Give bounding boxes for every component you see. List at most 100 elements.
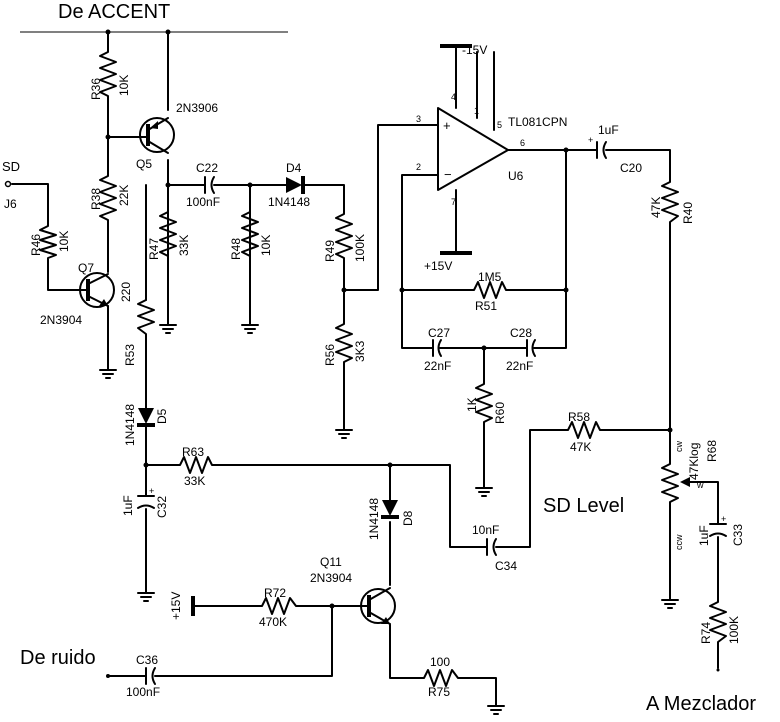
r63-value-label: 33K — [184, 474, 205, 488]
opamp-pin1-label: 1 — [474, 106, 479, 116]
d4-part-label: 1N4148 — [268, 195, 310, 209]
r74-ref-label: R74 — [699, 622, 713, 644]
c36-ref-label: C36 — [136, 653, 158, 667]
r49-value-label: 100K — [353, 234, 367, 262]
r48-ref-label: R48 — [229, 238, 243, 260]
ground-r56 — [335, 429, 353, 439]
supply-bars — [191, 44, 472, 616]
r68-ref-label: R68 — [705, 440, 719, 462]
opamp-pin6-label: 6 — [520, 138, 525, 148]
r58-value-label: 47K — [570, 440, 591, 454]
heading-sd-level: SD Level — [543, 495, 624, 517]
d5-part-label: 1N4148 — [123, 404, 137, 446]
c20-ref-label: C20 — [620, 161, 642, 175]
q7-ref-label: Q7 — [78, 261, 94, 275]
c28-value-label: 22nF — [506, 359, 533, 373]
r72-ref-label: R72 — [264, 586, 286, 600]
q11-ref-label: Q11 — [320, 555, 342, 569]
resistor-symbols — [39, 43, 727, 687]
opamp-u6-symbol: + − — [437, 107, 509, 191]
c32-value-label: 1uF — [121, 495, 135, 516]
svg-text:+: + — [588, 135, 593, 145]
svg-text:+: + — [443, 118, 451, 133]
c28-ref-label: C28 — [510, 326, 532, 340]
ground-q7 — [99, 369, 117, 379]
transistor-q5-symbol — [139, 117, 175, 154]
c20-value-label: 1uF — [598, 123, 619, 137]
q7-part-label: 2N3904 — [40, 313, 82, 327]
c33-value-label: 1uF — [697, 525, 711, 546]
d8-ref-label: D8 — [401, 510, 415, 526]
jack-signal-label: SD — [2, 159, 20, 174]
diode-symbols — [137, 176, 399, 519]
ground-pot — [661, 599, 679, 609]
c27-value-label: 22nF — [424, 359, 451, 373]
r47-ref-label: R47 — [147, 238, 161, 260]
ground-r60 — [475, 487, 493, 497]
r36-value-label: 10K — [117, 75, 131, 96]
r51-ref-label: R51 — [475, 299, 497, 313]
r48-value-label: 10K — [259, 235, 273, 256]
heading-a-mezclador: A Mezclador — [646, 693, 756, 715]
q5-ref-label: Q5 — [136, 157, 152, 171]
ground-symbols — [99, 324, 679, 715]
d8-part-label: 1N4148 — [367, 498, 381, 540]
r40-value-label: 47K — [649, 197, 663, 218]
r68-pin-w-label: w — [696, 480, 704, 490]
r51-value-label: 1M5 — [478, 270, 502, 284]
r68-value-label: 47Klog — [687, 443, 701, 480]
opamp-ref-label: U6 — [508, 169, 524, 183]
q11-part-label: 2N3904 — [310, 571, 352, 585]
c22-ref-label: C22 — [196, 161, 218, 175]
jack-ref-label: J6 — [4, 197, 17, 211]
r68-pin-cw-label: cw — [674, 441, 684, 453]
capacitor-symbols: + + + — [137, 135, 727, 685]
d4-ref-label: D4 — [286, 161, 302, 175]
ground-r75 — [487, 705, 505, 715]
ground-r47 — [159, 324, 177, 334]
r47-value-label: 33K — [177, 235, 191, 256]
c34-value-label: 10nF — [472, 523, 499, 537]
r53-ref-label: R53 — [123, 344, 137, 366]
r63-ref-label: R63 — [182, 445, 204, 459]
r38-value-label: 22K — [117, 185, 131, 206]
r60-value-label: 1K — [465, 397, 479, 412]
r75-ref-label: R75 — [428, 685, 450, 699]
opamp-pin3-label: 3 — [416, 114, 421, 124]
r56-value-label: 3K3 — [353, 340, 367, 362]
c27-ref-label: C27 — [428, 326, 450, 340]
r60-ref-label: R60 — [493, 402, 507, 424]
r75-value-label: 100 — [430, 655, 450, 669]
opamp-pin5-label: 5 — [497, 120, 502, 130]
heading-de-ruido: De ruido — [20, 647, 96, 669]
q5-part-label: 2N3906 — [176, 101, 218, 115]
opamp-part-label: TL081CPN — [508, 115, 567, 129]
r46-ref-label: R46 — [29, 234, 43, 256]
r38-ref-label: R38 — [89, 188, 103, 210]
r56-ref-label: R56 — [323, 344, 337, 366]
r68-pin-ccw-label: ccw — [674, 534, 684, 550]
svg-text:+: + — [149, 486, 154, 496]
c32-ref-label: C32 — [155, 496, 169, 518]
r74-value-label: 100K — [727, 616, 741, 644]
r72-value-label: 470K — [259, 615, 287, 629]
ground-r48 — [241, 324, 259, 334]
r46-value-label: 10K — [57, 231, 71, 252]
r36-ref-label: R36 — [89, 78, 103, 100]
supply-pos15-opamp-label: +15V — [424, 259, 452, 273]
c22-value-label: 100nF — [186, 195, 220, 209]
opamp-pin2-label: 2 — [416, 162, 421, 172]
wires — [11, 31, 719, 707]
c36-value-label: 100nF — [126, 685, 160, 699]
opamp-pin4-label: 4 — [451, 92, 456, 102]
r53-value-label: 220 — [119, 282, 133, 302]
d5-ref-label: D5 — [155, 408, 169, 424]
c34-ref-label: C34 — [495, 559, 517, 573]
supply-neg15-label: -15V — [462, 43, 487, 57]
r58-ref-label: R58 — [568, 410, 590, 424]
c33-ref-label: C33 — [731, 524, 745, 546]
svg-text:+: + — [721, 514, 726, 524]
junction-dots — [4, 29, 720, 678]
r40-ref-label: R40 — [681, 202, 695, 224]
